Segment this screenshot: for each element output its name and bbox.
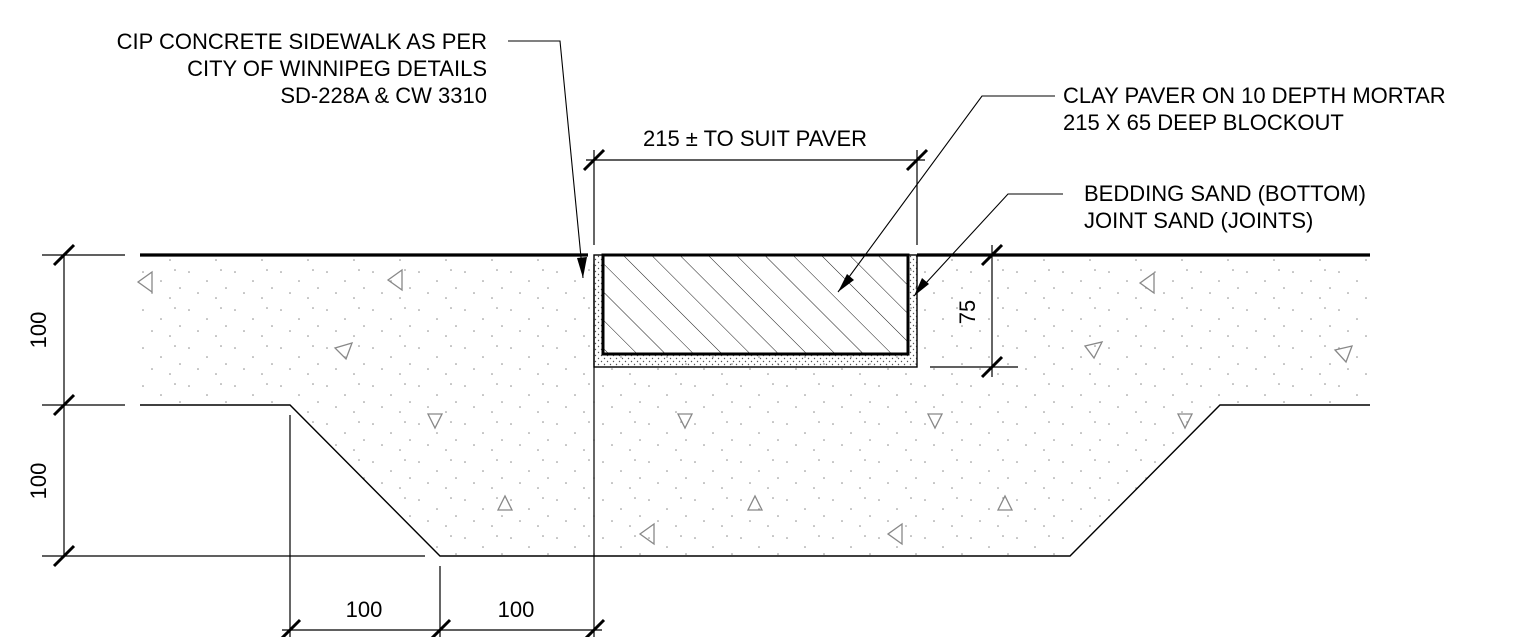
blockout-depth-dimension: 75 xyxy=(955,300,980,324)
concrete-sidewalk-fill xyxy=(140,255,1370,556)
paver-width-dimension-lines xyxy=(582,148,929,245)
sand-note-line-2: JOINT SAND (JOINTS) xyxy=(1084,208,1313,233)
sidewalk-note-line-1: CIP CONCRETE SIDEWALK AS PER xyxy=(117,29,487,54)
taper-run-dimension: 100 xyxy=(346,597,383,622)
leader-arrowheads xyxy=(577,257,929,296)
sidewalk-note-line-3: SD-228A & CW 3310 xyxy=(280,83,487,108)
slab-bottom-left xyxy=(140,404,1370,557)
thickened-depth-dimension: 100 xyxy=(26,463,51,500)
leader-lines xyxy=(508,40,1063,297)
blockout-depth-dimension-lines xyxy=(930,243,1018,379)
paver-note-line-2: 215 X 65 DEEP BLOCKOUT xyxy=(1063,110,1344,135)
left-dimension-lines xyxy=(42,243,425,568)
taper-offset-dimension: 100 xyxy=(498,597,535,622)
paver-width-dimension: 215 ± TO SUIT PAVER xyxy=(643,126,867,151)
aggregate-triangles xyxy=(136,268,1354,546)
slab-thickness-dimension: 100 xyxy=(26,312,51,349)
clay-paver-hatch xyxy=(601,253,910,356)
paver-note-line-1: CLAY PAVER ON 10 DEPTH MORTAR xyxy=(1063,83,1446,108)
sand-note-line-1: BEDDING SAND (BOTTOM) xyxy=(1084,181,1366,206)
sidewalk-note-line-2: CITY OF WINNIPEG DETAILS xyxy=(187,56,487,81)
